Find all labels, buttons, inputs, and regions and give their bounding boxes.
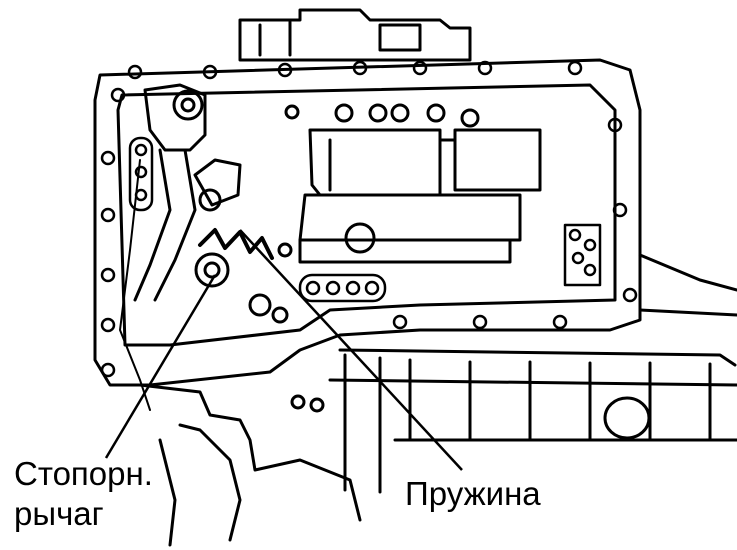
oil-pan-left	[158, 423, 242, 547]
inner-plate	[116, 83, 617, 347]
left-column-holes	[128, 136, 154, 212]
cylinder-base	[298, 193, 522, 242]
leader-stop-lever	[104, 274, 217, 459]
bolt-holes	[100, 60, 638, 378]
stop-lever-assembly	[133, 83, 293, 324]
oil-pan-ribs	[408, 358, 712, 442]
spring	[198, 228, 274, 260]
cylinder-lower	[298, 238, 512, 264]
right-cluster-holes	[563, 223, 602, 287]
spring-label: Пружина	[405, 475, 541, 512]
stop-lever-label-line2: рычаг	[14, 495, 104, 532]
right-flange	[638, 253, 737, 317]
top-housing-detail	[258, 20, 422, 57]
oil-pan	[138, 348, 737, 522]
cylinder-housing-right	[453, 128, 542, 192]
wire	[119, 159, 151, 411]
stop-lever-label-line1: Стопорн.	[14, 455, 153, 492]
top-housing	[238, 8, 472, 62]
lower-hole-row	[298, 273, 387, 303]
leader-spring	[239, 229, 463, 471]
port-holes-top	[284, 103, 480, 128]
main-plate	[93, 58, 642, 387]
